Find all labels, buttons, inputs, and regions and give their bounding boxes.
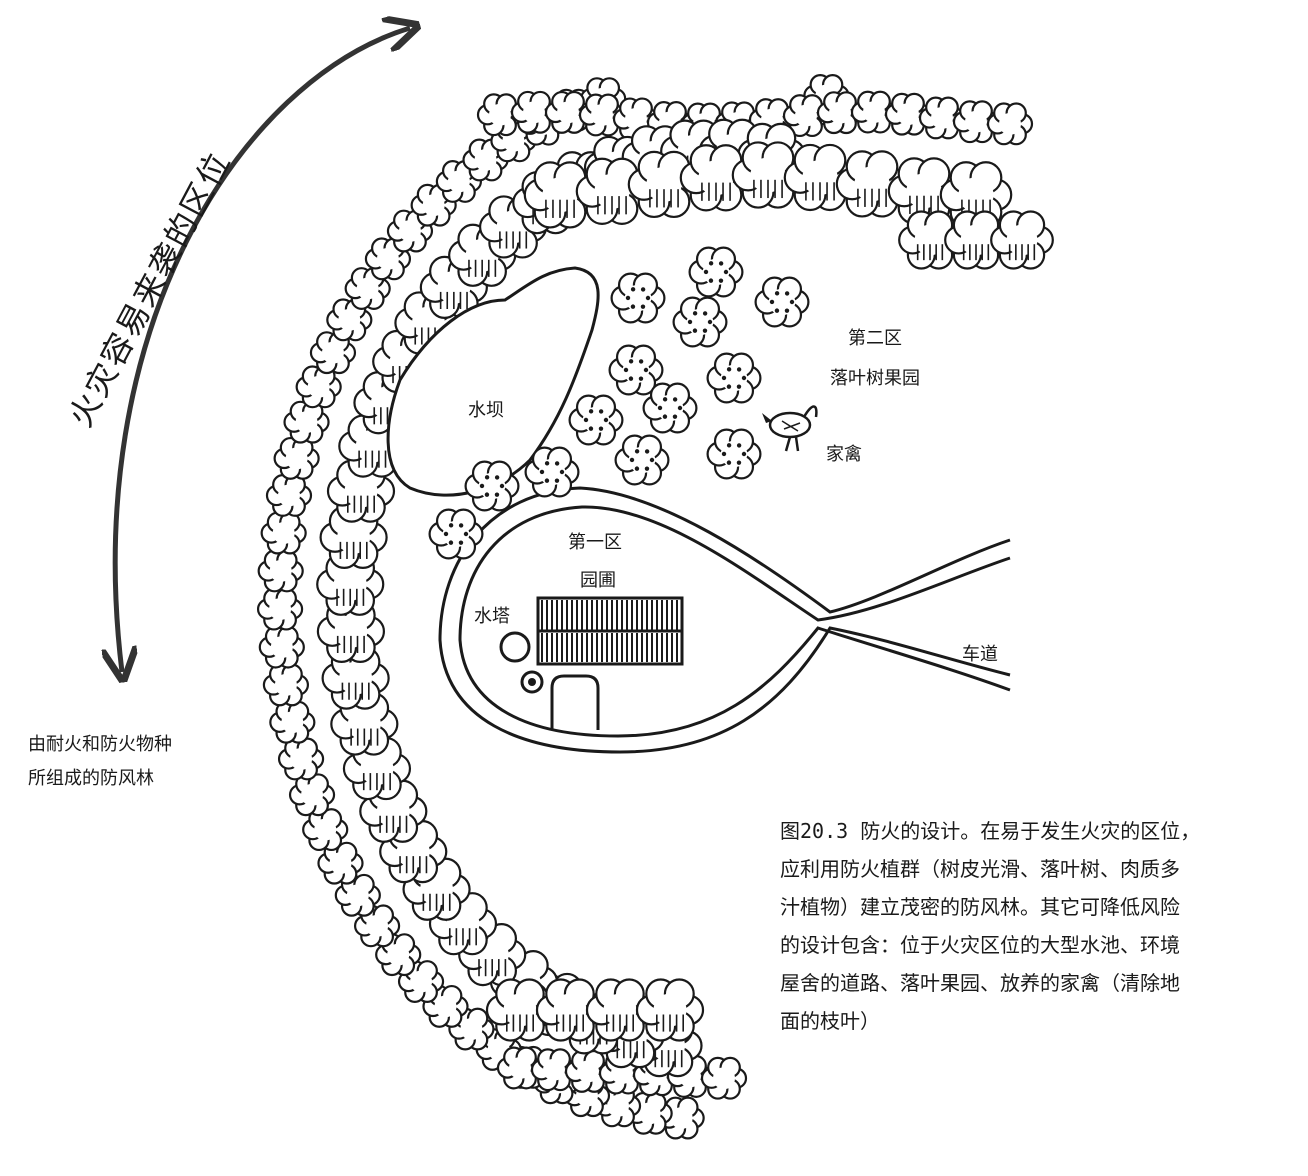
- zone1-subtitle: 园圃: [580, 570, 616, 591]
- tree-canopy-icon: [939, 161, 1013, 229]
- tree-canopy-icon: [338, 414, 407, 478]
- shrub-icon: [986, 102, 1034, 146]
- fruit-tree-icon: [706, 428, 762, 480]
- shrub-icon: [265, 474, 313, 517]
- zone2-subtitle: 落叶树果园: [830, 368, 920, 389]
- fire-direction-arrow: [115, 28, 410, 672]
- figure-caption: 图20.3 防火的设计。在易于发生火灾的区位， 应利用防火植群（树皮光滑、落叶树…: [780, 812, 1285, 1040]
- shrub-icon: [952, 100, 1000, 144]
- tree-canopy-icon: [679, 144, 753, 212]
- fruit-tree-icon: [688, 246, 744, 298]
- water-tower-label: 水塔: [474, 606, 510, 627]
- fruit-tree-icon: [754, 276, 810, 328]
- house-path: [550, 674, 600, 730]
- water-tower-icon: [499, 631, 544, 694]
- fruit-tree-icon: [524, 446, 580, 498]
- shrub-icon: [309, 331, 357, 375]
- poultry-label: 家禽: [826, 444, 862, 465]
- shrub-icon: [544, 90, 592, 134]
- caption-line: 汁植物）建立茂密的防风林。其它可降低风险: [780, 895, 1180, 919]
- fruit-tree-icon: [642, 382, 698, 434]
- tree-canopy-icon: [316, 552, 385, 616]
- caption-line: 屋舍的道路、落叶果园、放养的家禽（清除地: [780, 971, 1180, 995]
- shrub-icon: [326, 298, 373, 342]
- shrub-icon: [295, 365, 342, 409]
- tree-canopy-icon: [731, 141, 805, 209]
- shrub-icon: [612, 97, 660, 141]
- windbreak-inner-band: [316, 118, 1054, 1078]
- shrub-icon: [530, 1048, 578, 1092]
- caption-line: 的设计包含：位于火灾区位的大型水池、环境: [780, 933, 1180, 957]
- tree-canopy-icon: [990, 210, 1054, 270]
- orchard-trees: [428, 246, 810, 560]
- shrub-icon: [353, 904, 401, 948]
- shrub-icon: [448, 1007, 495, 1051]
- fruit-tree-icon: [568, 394, 624, 446]
- tree-canopy-icon: [330, 692, 399, 756]
- dam-label: 水坝: [468, 400, 504, 421]
- windbreak-label-line: 由耐火和防火物种: [28, 734, 172, 755]
- dam-pond: [386, 266, 600, 497]
- shrub-icon: [258, 625, 305, 669]
- driveway-label: 车道: [962, 644, 998, 665]
- shrub-icon: [462, 138, 509, 182]
- chicken-icon: [762, 405, 818, 452]
- caption-line: 面的枝叶）: [780, 1009, 880, 1033]
- zone1-title: 第一区: [568, 532, 622, 553]
- shrub-icon: [277, 737, 325, 781]
- driveway-loop-outer: [438, 486, 1011, 754]
- shrub-icon: [364, 237, 412, 281]
- fruit-tree-icon: [428, 508, 484, 560]
- shrub-icon: [257, 549, 304, 593]
- tree-canopy-icon: [635, 978, 705, 1042]
- shrub-icon: [496, 1046, 544, 1090]
- shrub-icon: [850, 90, 898, 134]
- shrub-icon: [476, 93, 524, 137]
- tree-canopy-icon: [485, 978, 555, 1042]
- tree-canopy-icon: [316, 599, 386, 663]
- driveway-loop-inner: [458, 505, 1011, 738]
- shrub-icon: [269, 700, 316, 744]
- garden-bed: [536, 596, 684, 666]
- caption-line: 应利用防火植群（树皮光滑、落叶树、肉质多: [780, 857, 1180, 881]
- shrub-icon: [288, 773, 336, 817]
- caption-line: 图20.3 防火的设计。在易于发生火灾的区位，: [780, 819, 1201, 843]
- shrub-icon: [256, 587, 304, 631]
- shrub-icon: [260, 511, 307, 555]
- tree-canopy-icon: [783, 143, 857, 212]
- tree-canopy-icon: [898, 210, 962, 270]
- shrub-icon: [375, 933, 422, 977]
- tree-canopy-icon: [402, 857, 471, 921]
- fruit-tree-icon: [608, 344, 664, 396]
- tree-canopy-icon: [887, 157, 961, 225]
- shrub-icon: [283, 400, 330, 444]
- shrub-icon: [510, 90, 558, 134]
- fruit-tree-icon: [464, 460, 520, 512]
- fruit-tree-icon: [614, 434, 670, 486]
- zone2-title: 第二区: [848, 328, 902, 349]
- shrub-icon: [262, 663, 310, 707]
- windbreak-label-line: 所组成的防风林: [28, 768, 154, 789]
- shrub-icon: [334, 873, 381, 917]
- windbreak-label: 由耐火和防火物种 所组成的防风林: [28, 728, 172, 796]
- fruit-tree-icon: [610, 272, 666, 324]
- fruit-tree-icon: [672, 296, 728, 348]
- shrub-icon: [700, 1056, 748, 1100]
- shrub-icon: [435, 160, 482, 203]
- fruit-tree-icon: [706, 352, 762, 404]
- shrub-icon: [273, 436, 320, 480]
